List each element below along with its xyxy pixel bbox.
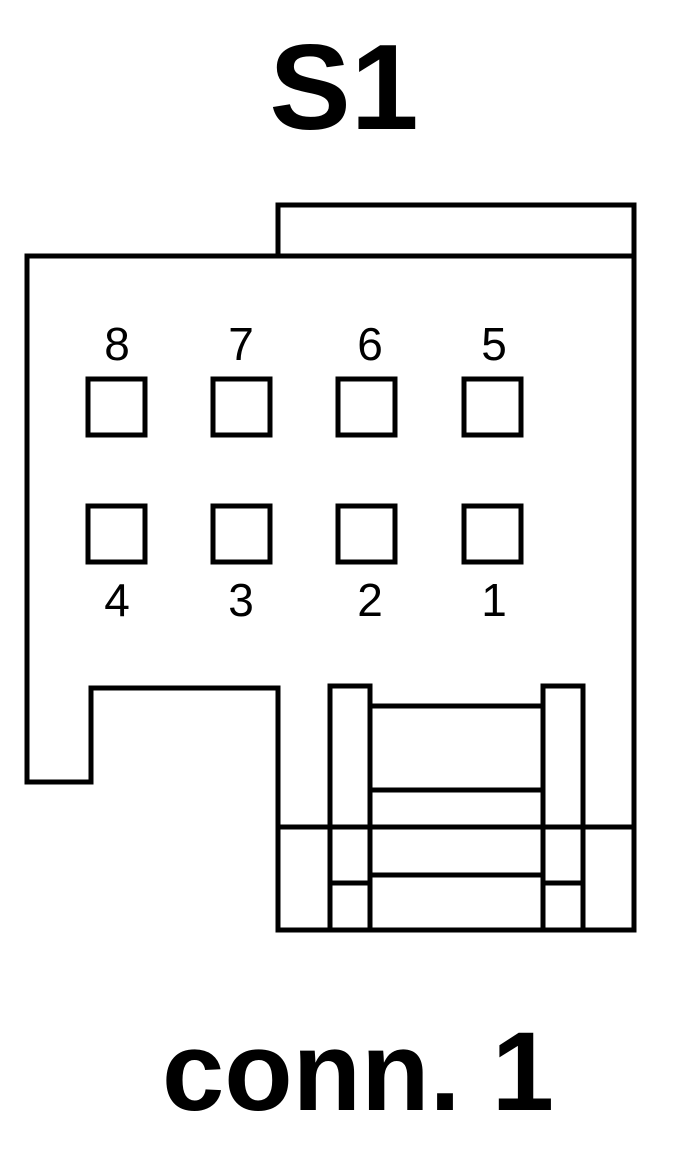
lock-mechanism bbox=[278, 683, 634, 933]
connector-title: S1 bbox=[269, 19, 419, 155]
pin-label-5: 5 bbox=[481, 318, 507, 370]
pin-cavity-7 bbox=[210, 376, 273, 438]
pin-label-6: 6 bbox=[357, 318, 383, 370]
pin-cavity-4 bbox=[85, 503, 148, 565]
connector-housing bbox=[24, 253, 637, 933]
pin-cavity-5 bbox=[461, 376, 524, 438]
pin-cavity-6 bbox=[335, 376, 398, 438]
latch-tab bbox=[275, 202, 637, 255]
pin-cavity-8 bbox=[85, 376, 148, 438]
pin-label-7: 7 bbox=[228, 318, 254, 370]
pin-label-1: 1 bbox=[481, 574, 507, 626]
pin-label-4: 4 bbox=[104, 574, 130, 626]
pin-label-3: 3 bbox=[228, 574, 254, 626]
pin-cavity-3 bbox=[210, 503, 273, 565]
pin-cavity-1 bbox=[461, 503, 524, 565]
connector-caption: conn. 1 bbox=[161, 1009, 555, 1134]
pin-label-2: 2 bbox=[357, 574, 383, 626]
pin-cavity-2 bbox=[335, 503, 398, 565]
pin-label-8: 8 bbox=[104, 318, 130, 370]
